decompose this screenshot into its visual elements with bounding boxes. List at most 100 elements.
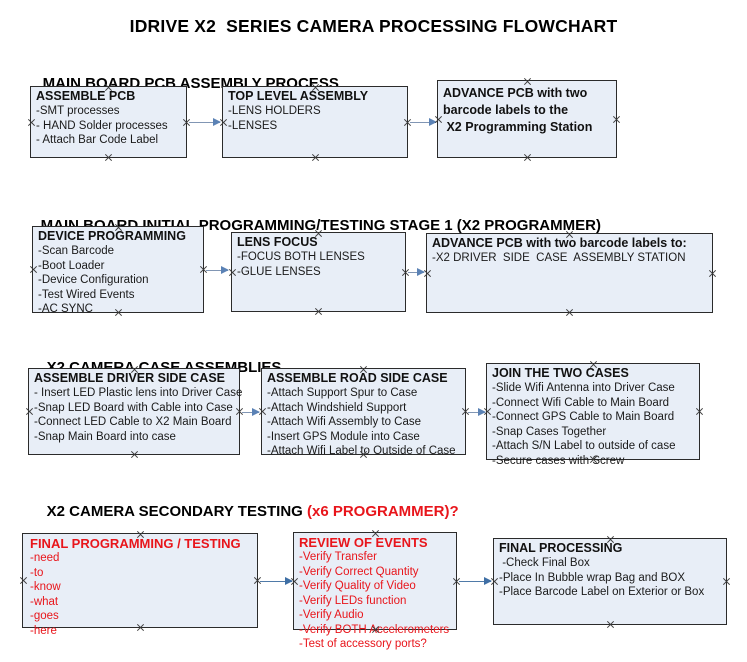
node-advance-pcb-to-driver-side-case-station[interactable]: ADVANCE PCB with two barcode labels to: … (426, 233, 713, 313)
resize-handle-top[interactable] (359, 365, 368, 374)
resize-handle-bottom[interactable] (104, 153, 113, 162)
resize-handle-bottom[interactable] (311, 153, 320, 162)
resize-handle-bottom[interactable] (114, 308, 123, 317)
resize-handle-left[interactable] (490, 577, 499, 586)
resize-handle-top[interactable] (130, 365, 139, 374)
node-title: TOP LEVEL ASSEMBLY (228, 89, 369, 103)
node-body: FINAL PROGRAMMING / TESTING -need -to -k… (30, 536, 255, 638)
resize-handle-bottom[interactable] (371, 625, 380, 634)
node-assemble-pcb[interactable]: ASSEMBLE PCB -SMT processes - HAND Solde… (30, 86, 187, 158)
resize-handle-bottom[interactable] (136, 623, 145, 632)
resize-handle-top[interactable] (136, 530, 145, 539)
node-title: ADVANCE PCB with two barcode labels to t… (443, 86, 593, 134)
node-line: -Boot Loader (38, 259, 105, 272)
node-body: LENS FOCUS -FOCUS BOTH LENSES -GLUE LENS… (237, 235, 403, 279)
arrow-assemble-pcb-to-top-level-assembly (189, 117, 221, 127)
node-line: -SMT processes (36, 105, 120, 117)
resize-handle-top[interactable] (565, 230, 574, 239)
resize-handle-left[interactable] (228, 268, 237, 277)
node-line-overflow: -Test of accessory ports? (299, 638, 427, 650)
resize-handle-right[interactable] (695, 407, 704, 416)
arrow-shaft (206, 269, 228, 272)
resize-handle-top[interactable] (523, 77, 532, 86)
node-line: -Attach Wifi Label to Outside of Case (267, 445, 456, 457)
resize-handle-right[interactable] (612, 115, 621, 124)
node-top-level-assembly[interactable]: TOP LEVEL ASSEMBLY -LENS HOLDERS -LENSES (222, 86, 408, 158)
arrow-head (221, 265, 229, 274)
resize-handle-top[interactable] (371, 529, 380, 538)
node-line: -Snap Cases Together (492, 425, 607, 438)
node-advance-pcb-to-x2-programming-station[interactable]: ADVANCE PCB with two barcode labels to t… (437, 80, 617, 158)
node-body: TOP LEVEL ASSEMBLY -LENS HOLDERS -LENSES (228, 89, 405, 133)
resize-handle-right[interactable] (722, 577, 731, 586)
resize-handle-bottom[interactable] (589, 455, 598, 464)
node-line: -what (30, 595, 59, 608)
node-assemble-road-side-case[interactable]: ASSEMBLE ROAD SIDE CASE -Attach Support … (258, 365, 466, 457)
resize-handle-left[interactable] (219, 118, 228, 127)
node-final-processing[interactable]: FINAL PROCESSING -Check Final Box -Place… (493, 538, 727, 625)
arrow-shaft (468, 411, 485, 414)
node-title: ASSEMBLE DRIVER SIDE CASE (34, 371, 226, 385)
resize-handle-left[interactable] (483, 407, 492, 416)
resize-handle-left[interactable] (29, 265, 38, 274)
resize-handle-left[interactable] (19, 576, 28, 585)
resize-handle-top[interactable] (311, 83, 320, 92)
node-line: -Attach Support Spur to Case (267, 387, 418, 399)
node-line: -Scan Barcode (38, 245, 115, 257)
node-line: -Test Wired Events (38, 288, 135, 301)
resize-handle-left[interactable] (27, 118, 36, 127)
resize-handle-left[interactable] (423, 269, 432, 278)
node-title: REVIEW OF EVENTS (299, 535, 428, 550)
resize-handle-top[interactable] (114, 223, 123, 232)
node-device-programming[interactable]: DEVICE PROGRAMMING -Scan Barcode -Boot L… (29, 223, 204, 315)
resize-handle-bottom[interactable] (523, 153, 532, 162)
node-title: ASSEMBLE ROAD SIDE CASE (267, 371, 448, 385)
node-line: - HAND Solder processes (36, 119, 168, 132)
resize-handle-left[interactable] (290, 577, 299, 586)
node-line: -Place Barcode Label on Exterior or Box (499, 586, 705, 598)
arrow-top-level-assembly-to-advance-pcb (410, 117, 437, 127)
node-title: LENS FOCUS (237, 235, 318, 249)
resize-handle-left[interactable] (25, 407, 34, 416)
node-line: -goes (30, 610, 59, 622)
arrow-shaft (260, 580, 292, 582)
resize-handle-bottom[interactable] (359, 450, 368, 459)
node-title: DEVICE PROGRAMMING (38, 229, 186, 243)
node-final-programming-testing[interactable]: FINAL PROGRAMMING / TESTING -need -to -k… (19, 530, 258, 637)
node-line: -Connect Wifi Cable to Main Board (492, 396, 670, 409)
arrow-shaft (189, 121, 220, 124)
node-assemble-driver-side-case[interactable]: ASSEMBLE DRIVER SIDE CASE - Insert LED P… (25, 365, 242, 455)
node-lens-focus[interactable]: LENS FOCUS -FOCUS BOTH LENSES -GLUE LENS… (231, 232, 406, 312)
resize-handle-bottom[interactable] (130, 450, 139, 459)
node-review-of-events[interactable]: REVIEW OF EVENTS -Verify Transfer -Verif… (290, 529, 457, 650)
resize-handle-left[interactable] (434, 115, 443, 124)
resize-handle-top[interactable] (606, 535, 615, 544)
resize-handle-left[interactable] (258, 407, 267, 416)
arrow-review-of-events-to-final-processing (459, 576, 492, 586)
node-line: -FOCUS BOTH LENSES (237, 251, 365, 263)
resize-handle-top[interactable] (589, 360, 598, 369)
node-line: -Snap Main Board into case (34, 430, 176, 443)
resize-handle-bottom[interactable] (606, 620, 615, 629)
resize-handle-top[interactable] (104, 83, 113, 92)
node-body: DEVICE PROGRAMMING -Scan Barcode -Boot L… (38, 229, 201, 317)
node-line: -X2 DRIVER SIDE CASE ASSEMBLY STATION (432, 252, 686, 264)
resize-handle-bottom[interactable] (314, 307, 323, 316)
node-title: ADVANCE PCB with two barcode labels to: (432, 236, 687, 250)
node-body: ADVANCE PCB with two barcode labels to t… (443, 85, 614, 136)
resize-handle-right[interactable] (708, 269, 717, 278)
node-body: ASSEMBLE ROAD SIDE CASE -Attach Support … (267, 371, 463, 459)
node-body: ASSEMBLE PCB -SMT processes - HAND Solde… (36, 89, 184, 148)
node-line: -Verify Quality of Video (299, 580, 416, 592)
resize-handle-top[interactable] (314, 229, 323, 238)
node-line: -here (30, 624, 57, 637)
arrow-head (252, 407, 260, 416)
node-line: -Verify BOTH Accelerometers (299, 623, 450, 636)
node-body: ASSEMBLE DRIVER SIDE CASE - Insert LED P… (34, 371, 242, 444)
node-line: -Verify Transfer (299, 551, 377, 563)
resize-handle-bottom[interactable] (565, 308, 574, 317)
arrow-shaft (242, 411, 259, 414)
arrow-head (484, 576, 492, 585)
node-line: -Verify Correct Quantity (299, 565, 419, 578)
node-join-the-two-cases[interactable]: JOIN THE TWO CASES -Slide Wifi Antenna i… (483, 360, 700, 467)
